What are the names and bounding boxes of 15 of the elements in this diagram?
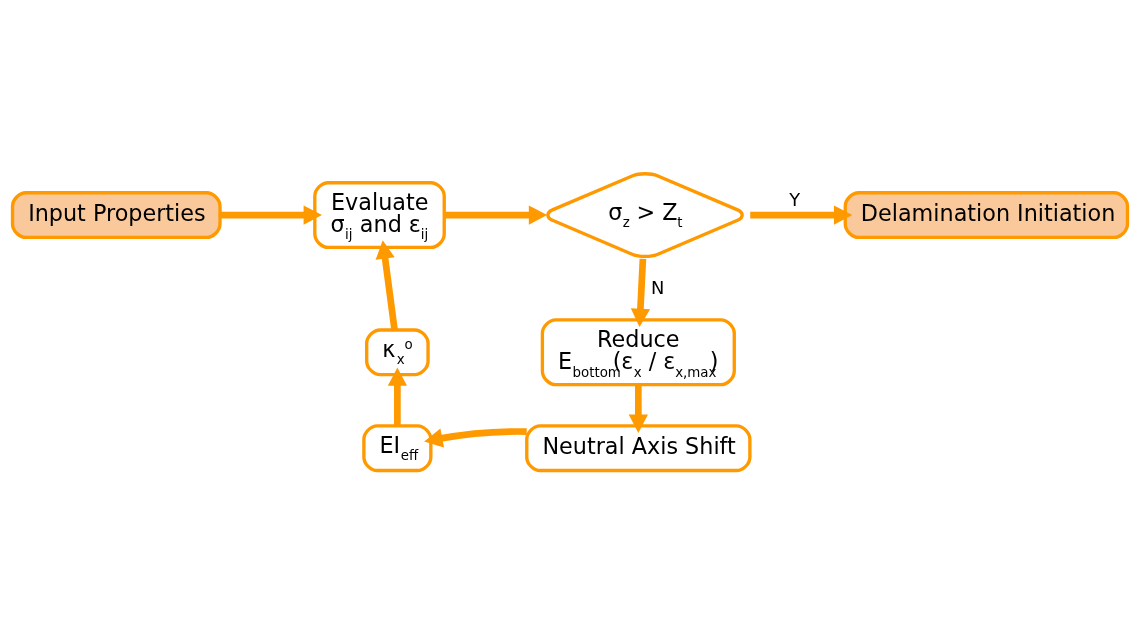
arrow xyxy=(220,205,322,225)
node-box: EI$_{eff}$ xyxy=(362,424,433,473)
node-box: Input Properties xyxy=(10,191,222,240)
arrow xyxy=(628,385,648,433)
node-box: Neutral Axis Shift xyxy=(525,424,752,473)
arrow xyxy=(387,367,408,426)
node-box: Evaluate σ$_{ij}$ and ε$_{ij}$ xyxy=(313,181,446,250)
edge-label: N xyxy=(651,277,665,299)
arrow xyxy=(375,240,398,331)
arrow xyxy=(424,428,527,448)
arrow xyxy=(630,258,651,328)
node-box: Delamination Initiation xyxy=(843,191,1130,240)
edge-label: Y xyxy=(789,188,801,210)
arrow xyxy=(444,205,548,225)
node-box: Reduce E$_{bottom}$(ε$_{x}$ / ε$_{x,max}$) xyxy=(540,318,736,387)
